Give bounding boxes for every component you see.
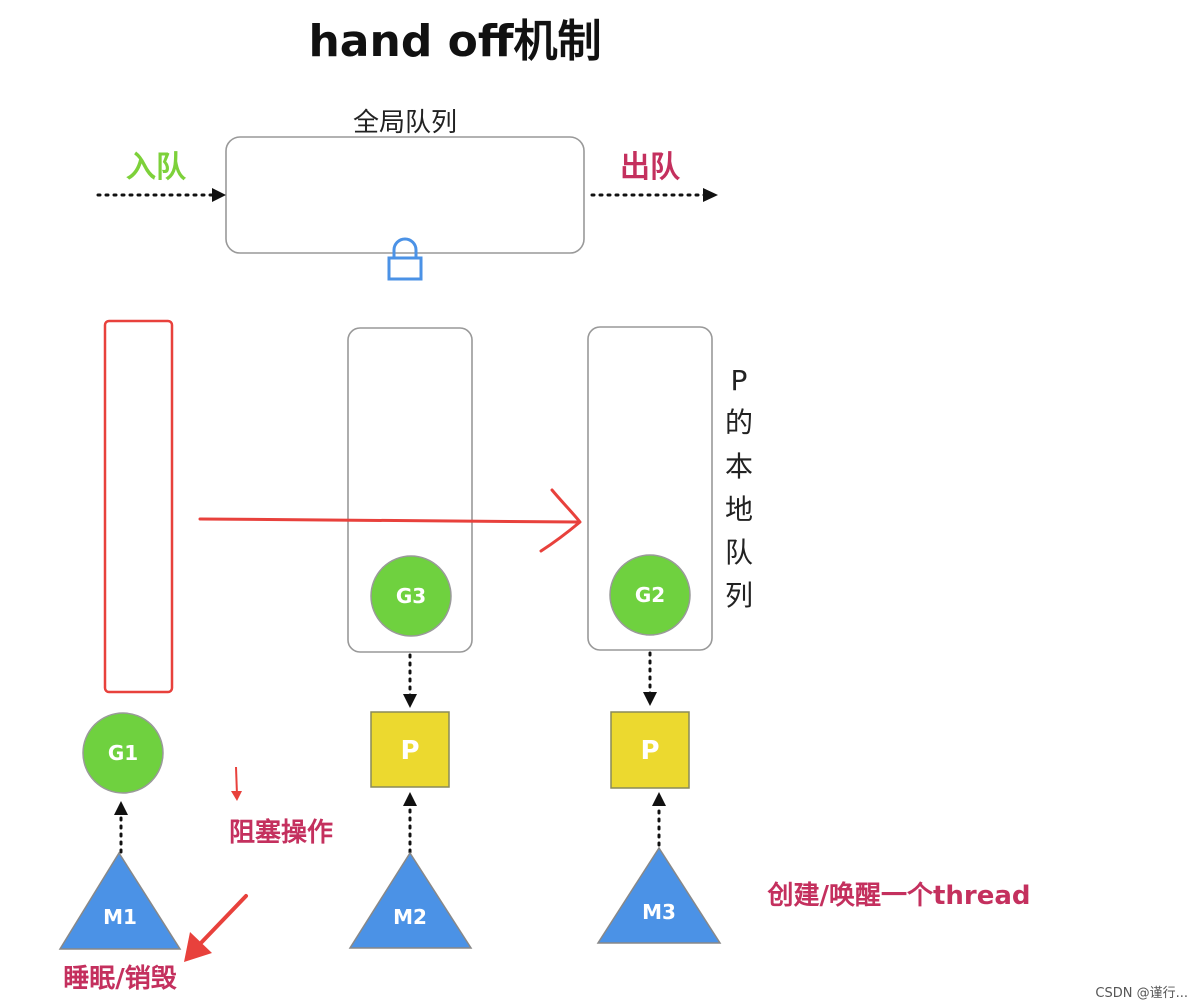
m2-to-p-head <box>403 792 417 806</box>
processor-right: P <box>610 711 690 789</box>
m1-to-g1-head <box>114 801 128 815</box>
local-queue-vertical-label: P 的 本 地 队 列 <box>725 364 753 612</box>
page-title: hand off机制 <box>308 16 601 67</box>
vertical-label-char: P <box>731 364 748 397</box>
watermark: CSDN @谨行... <box>1095 986 1188 1001</box>
old-local-queue-highlight <box>103 319 174 694</box>
goroutine-g3: G3 <box>370 555 452 637</box>
global-queue-label: 全局队列 <box>353 108 457 138</box>
machine-m3-label: M3 <box>642 900 676 924</box>
vertical-label-char: 的 <box>725 406 753 439</box>
vertical-label-char: 列 <box>725 579 753 612</box>
global-queue-box <box>225 136 585 254</box>
m3-to-p-head <box>652 792 666 806</box>
sleep-destroy-arrow <box>184 894 248 962</box>
handoff-arrow <box>198 488 582 553</box>
sleep-destroy-annotation: 睡眠/销毁 <box>63 964 177 994</box>
processor-middle: P <box>370 711 450 788</box>
vertical-label-char: 本 <box>725 450 753 483</box>
blocking-down-arrow <box>231 766 242 801</box>
dequeue-label: 出队 <box>620 150 681 185</box>
machine-m1: M1 <box>58 851 182 950</box>
create-wake-annotation: 创建/唤醒一个thread <box>766 881 1030 911</box>
machine-m2-label: M2 <box>393 905 427 929</box>
enqueue-arrow-head <box>212 188 226 202</box>
dequeue-arrow-head <box>703 188 718 202</box>
goroutine-g2: G2 <box>609 554 691 636</box>
local-queue-right <box>587 326 713 651</box>
machine-m1-label: M1 <box>103 905 137 929</box>
blocking-annotation: 阻塞操作 <box>229 817 333 848</box>
enqueue-label: 入队 <box>126 150 187 185</box>
goroutine-g1-label: G1 <box>108 741 138 765</box>
queue-to-p-middle-head <box>403 694 417 708</box>
lock-icon <box>387 237 423 281</box>
goroutine-g1: G1 <box>82 712 164 794</box>
vertical-label-char: 地 <box>725 493 753 526</box>
queue-to-p-right-head <box>643 692 657 706</box>
machine-m3: M3 <box>596 846 722 944</box>
processor-right-label: P <box>640 736 659 766</box>
vertical-label-char: 队 <box>725 536 753 569</box>
processor-middle-label: P <box>400 736 419 766</box>
goroutine-g2-label: G2 <box>635 583 665 607</box>
machine-m2: M2 <box>348 851 473 949</box>
local-queue-middle <box>347 327 473 653</box>
goroutine-g3-label: G3 <box>396 584 426 608</box>
